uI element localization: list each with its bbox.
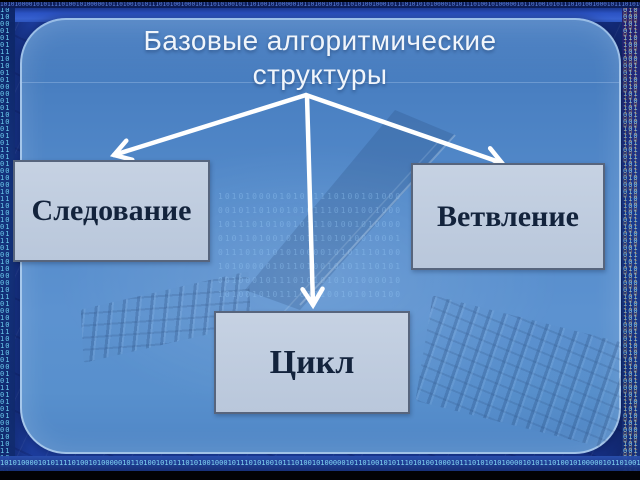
binary-row-bottom: 1010100001010111101001010000010110100101…	[0, 456, 640, 471]
binary-column-right-orange: 1010100001010111101001010000010110100101…	[623, 4, 639, 480]
node-loop: Цикл	[214, 311, 410, 414]
node-sequence: Следование	[13, 160, 210, 262]
binary-row-top: 1010100001010111101001010000010110100101…	[0, 2, 640, 8]
bottom-black-bar	[0, 471, 640, 480]
node-loop-label: Цикл	[269, 343, 355, 381]
node-branching: Ветвление	[411, 163, 605, 270]
slide-title-line1: Базовые алгоритмические	[143, 25, 497, 56]
binary-column-left: 1010100001010111101001010000010110100101…	[0, 0, 15, 480]
title-area-sheen	[20, 18, 621, 83]
faint-binary-overlay: 1010100001010111101001010000010110100101…	[218, 192, 403, 299]
slide-title-line2: структуры	[252, 59, 388, 90]
top-black-bar	[0, 0, 640, 2]
binary-column-right-cyan: 1010100001010111101001010000010110100101…	[623, 0, 639, 480]
node-branching-label: Ветвление	[437, 199, 579, 233]
node-sequence-label: Следование	[31, 194, 192, 227]
binary-column-right: 1010100001010111101001010000010110100101…	[622, 0, 640, 480]
slide-inner-art: 1010100001010111101001010000010110100101…	[20, 18, 621, 454]
slide-title: Базовые алгоритмические структуры	[10, 24, 630, 92]
